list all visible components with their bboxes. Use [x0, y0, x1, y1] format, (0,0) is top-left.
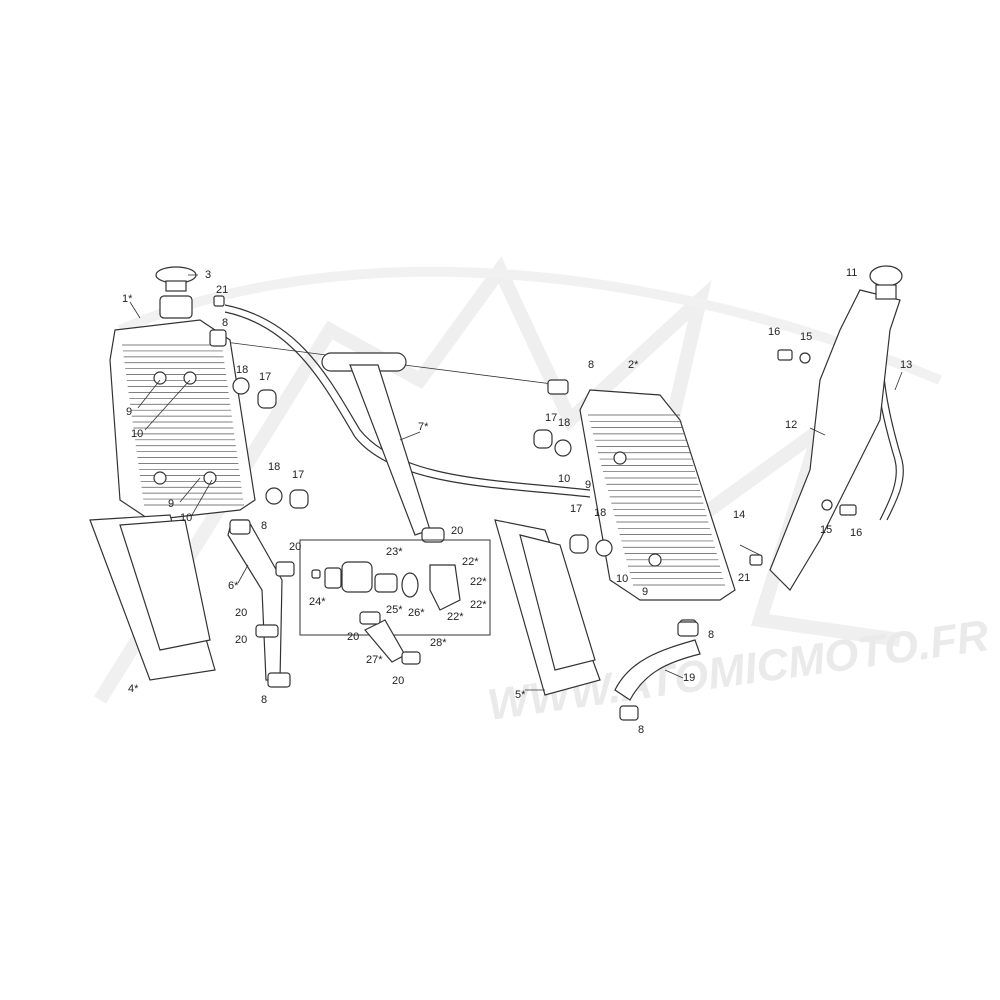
hose-19: [614, 621, 701, 721]
callout-label-20e: 20: [347, 631, 359, 643]
callout-label-8e: 8: [708, 629, 714, 641]
callout-label-28: 28*: [430, 637, 447, 649]
callout-label-8d: 8: [588, 359, 594, 371]
callout-label-20f: 20: [392, 675, 404, 687]
overflow-tube: [224, 304, 904, 556]
callout-label-18b: 18: [268, 461, 280, 473]
callout-label-15b: 15: [820, 524, 832, 536]
callout-label-9c: 9: [585, 479, 591, 491]
callout-label-9a: 9: [126, 406, 132, 418]
callout-label-10b: 10: [180, 512, 192, 524]
callout-label-9d: 9: [642, 586, 648, 598]
callout-label-18a: 18: [236, 364, 248, 376]
callout-label-10d: 10: [616, 573, 628, 585]
right-shroud: [494, 519, 601, 696]
callout-label-20c: 20: [235, 607, 247, 619]
callout-label-8b: 8: [261, 520, 267, 532]
callout-label-2: 2*: [628, 359, 639, 371]
callout-label-12: 12: [785, 419, 797, 431]
callout-label-11: 11: [846, 267, 857, 279]
callout-label-22b: 22*: [470, 576, 487, 588]
callout-label-19: 19: [683, 672, 695, 684]
callout-label-17d: 17: [570, 503, 582, 515]
callout-label-14: 14: [733, 509, 745, 521]
thermostat-kit-box: [299, 539, 491, 636]
callout-label-1: 1*: [122, 293, 133, 305]
callout-label-17b: 17: [292, 469, 304, 481]
callout-label-8f: 8: [638, 724, 644, 736]
callout-label-4: 4*: [128, 683, 139, 695]
callout-label-18c: 18: [558, 417, 570, 429]
callout-label-16b: 16: [850, 527, 862, 539]
callout-label-17a: 17: [259, 371, 271, 383]
callout-label-20a: 20: [451, 525, 463, 537]
callout-label-20b: 20: [289, 541, 301, 553]
callout-label-21b: 21: [738, 572, 750, 584]
callout-label-26: 26*: [408, 607, 425, 619]
left-radiator: [109, 266, 309, 521]
callout-label-24: 24*: [309, 596, 326, 608]
callout-label-27: 27*: [366, 654, 383, 666]
callout-label-20d: 20: [235, 634, 247, 646]
callout-label-8c: 8: [261, 694, 267, 706]
callout-label-9b: 9: [168, 498, 174, 510]
callout-label-22c: 22*: [470, 599, 487, 611]
callout-label-8a: 8: [222, 317, 228, 329]
callout-label-10a: 10: [131, 428, 143, 440]
callout-label-10c: 10: [558, 473, 570, 485]
callout-label-15a: 15: [800, 331, 812, 343]
callout-label-3: 3: [205, 269, 211, 281]
callout-label-6: 6*: [228, 580, 239, 592]
callout-label-21a: 21: [216, 284, 228, 296]
callout-label-25: 25*: [386, 604, 403, 616]
callout-label-22d: 22*: [447, 611, 464, 623]
left-shroud: [89, 514, 216, 681]
callout-label-17c: 17: [545, 412, 557, 424]
expansion-tank: [749, 265, 903, 591]
callout-label-13: 13: [900, 359, 912, 371]
callout-label-5: 5*: [515, 689, 526, 701]
callout-label-22a: 22*: [462, 556, 479, 568]
callout-label-7: 7*: [418, 421, 429, 433]
hose-7: [321, 352, 445, 543]
callout-label-18d: 18: [594, 507, 606, 519]
callout-label-23: 23*: [386, 546, 403, 558]
callout-labels: 3211*81817910181791087*206*2020204*823*2…: [122, 267, 912, 736]
callout-label-16a: 16: [768, 326, 780, 338]
hose-6: [227, 519, 295, 688]
hose-27: [359, 611, 421, 665]
leader-lines: [129, 274, 903, 691]
